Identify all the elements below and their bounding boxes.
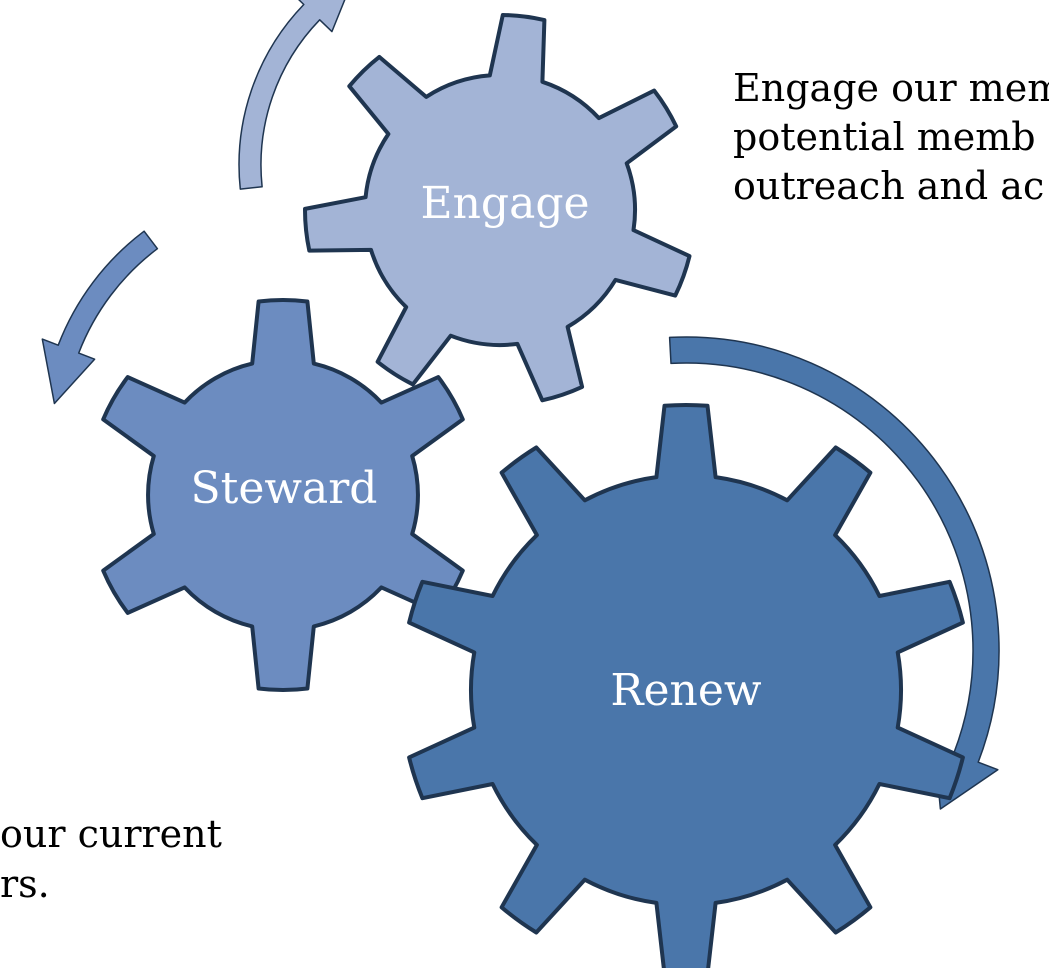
- steward-description-line-2: rs.: [0, 862, 50, 906]
- steward-gear-label: Steward: [191, 463, 378, 514]
- renew-gear: [407, 402, 965, 968]
- engage-description-line-3: outreach and ac: [733, 164, 1044, 208]
- arrow-to-renew: [668, 336, 1000, 810]
- engage-gear-label: Engage: [420, 178, 589, 229]
- arrow-to-steward: [41, 230, 159, 405]
- steward-gear: [101, 298, 465, 692]
- engage-description-line-2: potential memb: [733, 115, 1036, 159]
- engage-description-line-1: Engage our mem: [733, 66, 1049, 110]
- steward-description-line-1: our current: [0, 812, 222, 856]
- arrow-to-engage: [238, 0, 346, 190]
- steward-description: our current rs.: [0, 812, 222, 906]
- engage-description: Engage our mem potential memb outreach a…: [733, 66, 1049, 208]
- engage-gear: [302, 13, 692, 403]
- renew-gear-label: Renew: [610, 665, 762, 716]
